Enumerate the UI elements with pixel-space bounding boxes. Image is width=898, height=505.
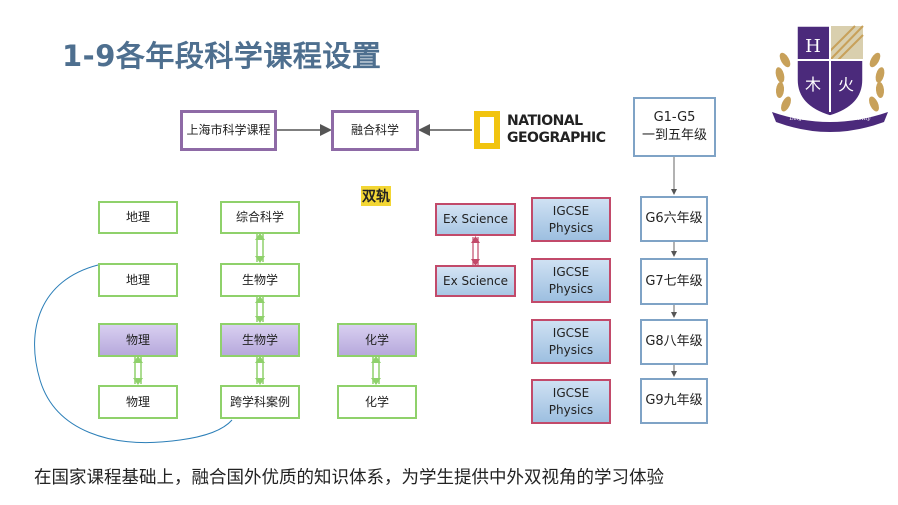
igcse-physics-box-2: IGCSE Physics [531,258,611,303]
biology-box-1: 生物学 [220,263,300,297]
igcse-2-line1: IGCSE [552,265,590,280]
igcse-2-line2: Physics [548,281,594,296]
footer-caption: 在国家课程基础上，融合国外优质的知识体系，为学生提供中外双视角的学习体验 [34,468,664,488]
grade-g1-g5-box: G1-G5 一到五年级 [633,97,716,157]
integrated-science-box: 综合科学 [220,201,300,234]
grade-g6-box: G6六年级 [640,196,708,242]
igcse-4-line2: Physics [548,402,594,417]
grade-g9-box: G9九年级 [640,378,708,424]
grade-g1-g5-line2: 一到五年级 [641,128,707,143]
dual-track-label: 双轨 [361,186,391,206]
natgeo-logo-text: NATIONAL GEOGRAPHIC [507,113,606,147]
interdisciplinary-case-box: 跨学科案例 [220,385,300,419]
grade-g7-box: G7七年级 [640,258,708,305]
svg-text:木: 木 [805,75,821,94]
igcse-1-line1: IGCSE [552,204,590,219]
grade-g8-box: G8八年级 [640,319,708,365]
igcse-4-line1: IGCSE [552,386,590,401]
chemistry-box-2: 化学 [337,385,417,419]
igcse-1-line2: Physics [548,220,594,235]
igcse-physics-box-1: IGCSE Physics [531,197,611,242]
igcse-physics-box-3: IGCSE Physics [531,319,611,364]
geography-box-1: 地理 [98,201,178,234]
shanghai-curriculum-box: 上海市科学课程 [180,110,277,151]
igcse-3-line1: IGCSE [552,326,590,341]
grade-g1-g5-line1: G1-G5 [653,110,696,126]
ex-science-box-1: Ex Science [435,203,516,236]
physics-box-1: 物理 [98,323,178,357]
igcse-3-line2: Physics [548,342,594,357]
geography-box-2: 地理 [98,263,178,297]
biology-box-2: 生物学 [220,323,300,357]
svg-text:H: H [805,36,821,57]
ex-science-box-2: Ex Science [435,265,516,297]
natgeo-line2: GEOGRAPHIC [507,130,606,146]
laurel-icon [775,52,885,112]
page-title: 1-9各年段科学课程设置 [62,39,382,73]
chemistry-box-1: 化学 [337,323,417,357]
fusion-science-box: 融合科学 [331,110,419,151]
logo-banner-text: Diligence · Integrity · Creativity [789,116,871,122]
svg-text:火: 火 [838,75,854,94]
natgeo-logo-icon [474,111,500,149]
natgeo-line1: NATIONAL [507,113,583,129]
igcse-physics-box-4: IGCSE Physics [531,379,611,424]
physics-box-2: 物理 [98,385,178,419]
